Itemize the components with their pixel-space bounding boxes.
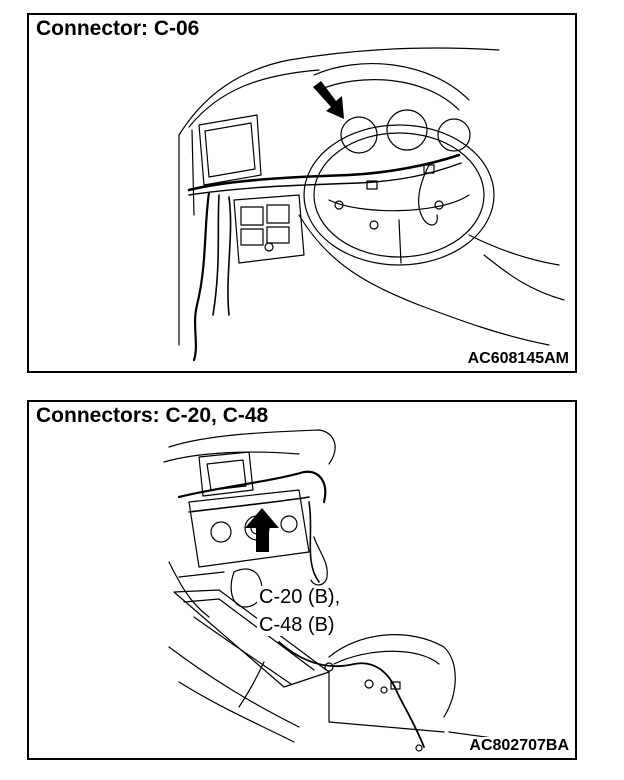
connector-c06-panel: Connector: C-06 (27, 13, 577, 373)
figure-code: AC608145AM (465, 350, 569, 368)
center-console-wiring-illustration (163, 429, 560, 752)
arrow-icon (313, 81, 344, 119)
dashboard-wiring-illustration (178, 47, 565, 362)
connectors-c20-c48-panel: Connectors: C-20, C-48 (27, 400, 577, 760)
panel-title: Connector: C-06 (36, 17, 200, 40)
panel-title: Connectors: C-20, C-48 (36, 404, 269, 427)
figure-code: AC802707BA (467, 737, 569, 755)
arrow-icon (245, 508, 279, 552)
connector-callout-c48: C-48 (B) (257, 614, 337, 636)
connector-callout-c20: C-20 (B), (257, 586, 343, 608)
